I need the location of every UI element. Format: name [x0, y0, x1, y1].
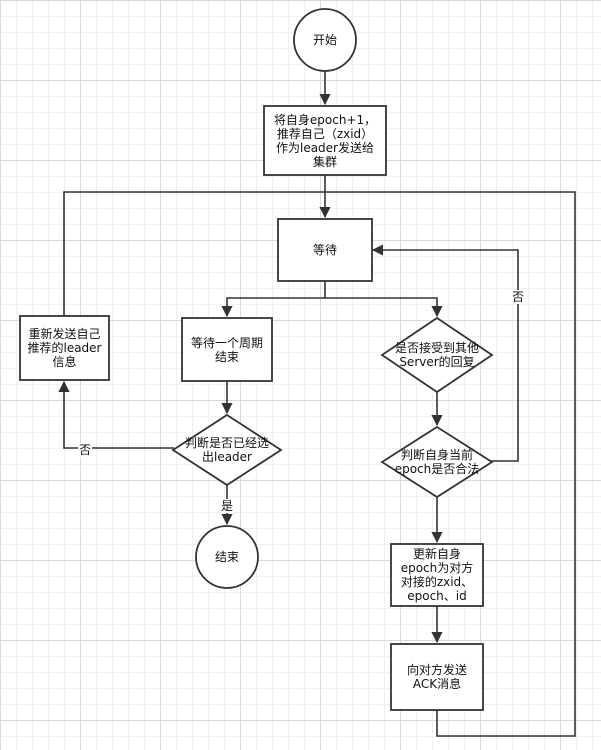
wait-period-node-shape — [181, 317, 273, 382]
wait-node-shape — [277, 218, 373, 282]
edge-elected-no-to-resend — [58, 380, 174, 449]
send-ack-node-shape — [390, 643, 484, 711]
edge-label-not-elected: 否 — [78, 443, 93, 457]
update-node-shape — [390, 543, 484, 607]
start-node-shape — [293, 8, 357, 72]
check-reply-node-shape — [380, 316, 494, 394]
check-elected-node-shape — [171, 413, 283, 487]
init-node-shape — [263, 105, 387, 176]
edge-wait-split — [221, 281, 326, 318]
resend-node-shape — [19, 315, 110, 381]
edge-wait-to-check-reply — [325, 297, 443, 318]
edge-epoch-no-to-wait — [371, 244, 519, 462]
edge-send-ack-to-wait — [325, 191, 576, 737]
edge-label-elected: 是 — [220, 499, 235, 513]
end-node-shape — [195, 525, 259, 589]
edge-resend-to-wait — [63, 191, 325, 316]
edge-label-epoch-invalid: 否 — [511, 290, 526, 304]
check-epoch-node-shape — [380, 425, 494, 499]
